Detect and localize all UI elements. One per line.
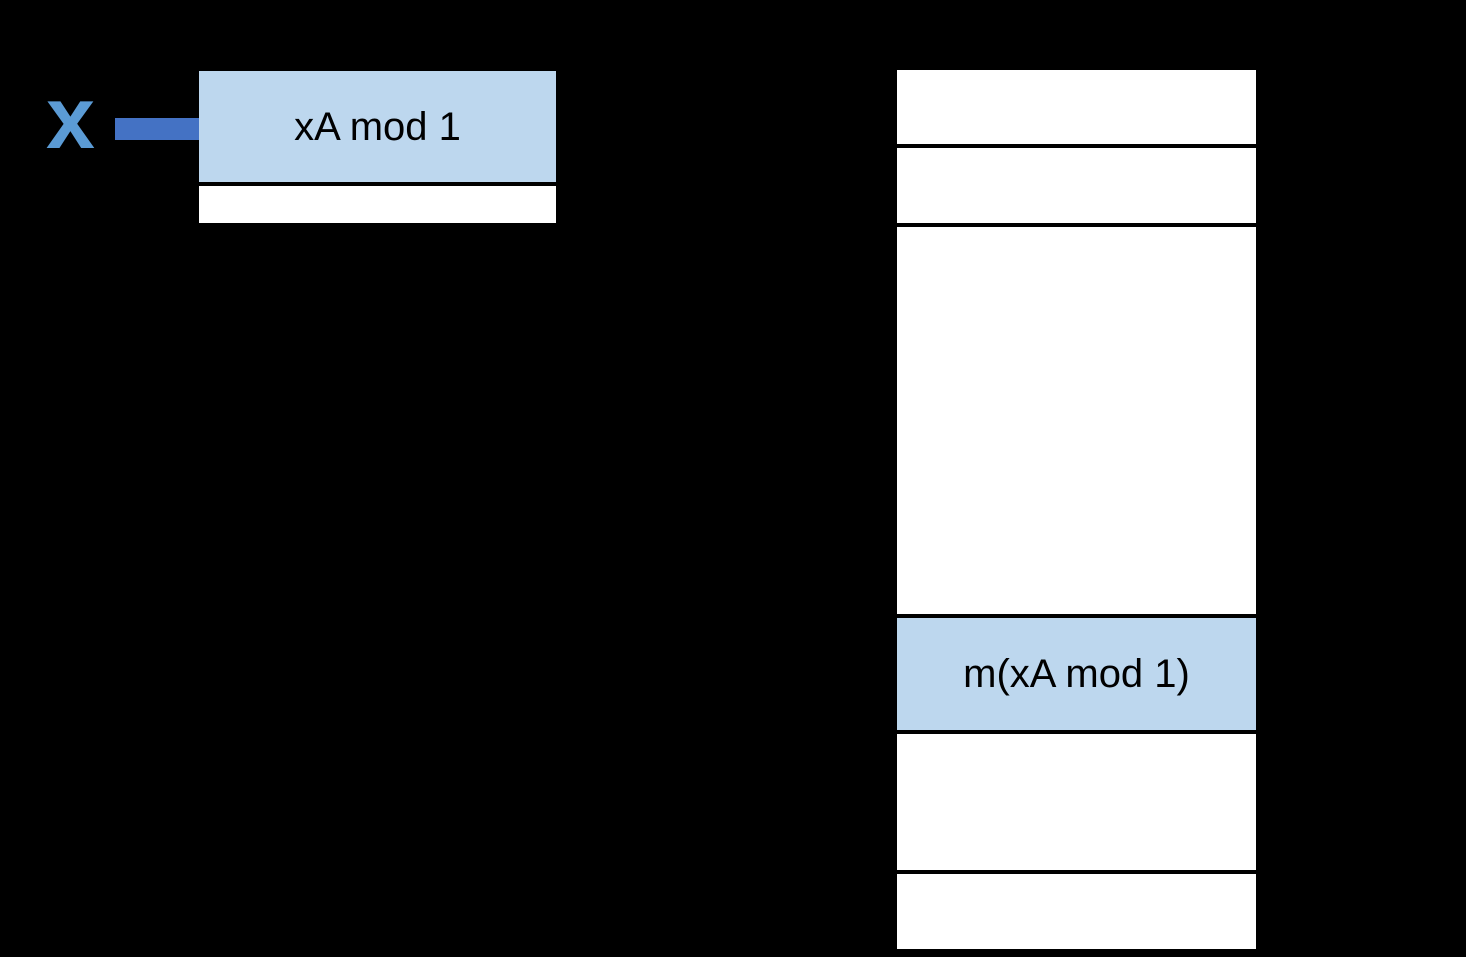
highlighted-row: m(xA mod 1)	[897, 618, 1256, 730]
highlighted-slot-label: m(xA mod 1)	[963, 652, 1190, 696]
table-row	[897, 734, 1256, 870]
hash-function-box: xA mod 1	[199, 71, 556, 182]
table-row	[897, 148, 1256, 223]
table-row	[897, 227, 1256, 614]
hash-function-label: xA mod 1	[294, 104, 461, 149]
key-label: x	[46, 68, 95, 167]
table-row	[897, 874, 1256, 949]
table-row	[897, 70, 1256, 144]
hash-function-continuation-cell	[199, 186, 556, 223]
